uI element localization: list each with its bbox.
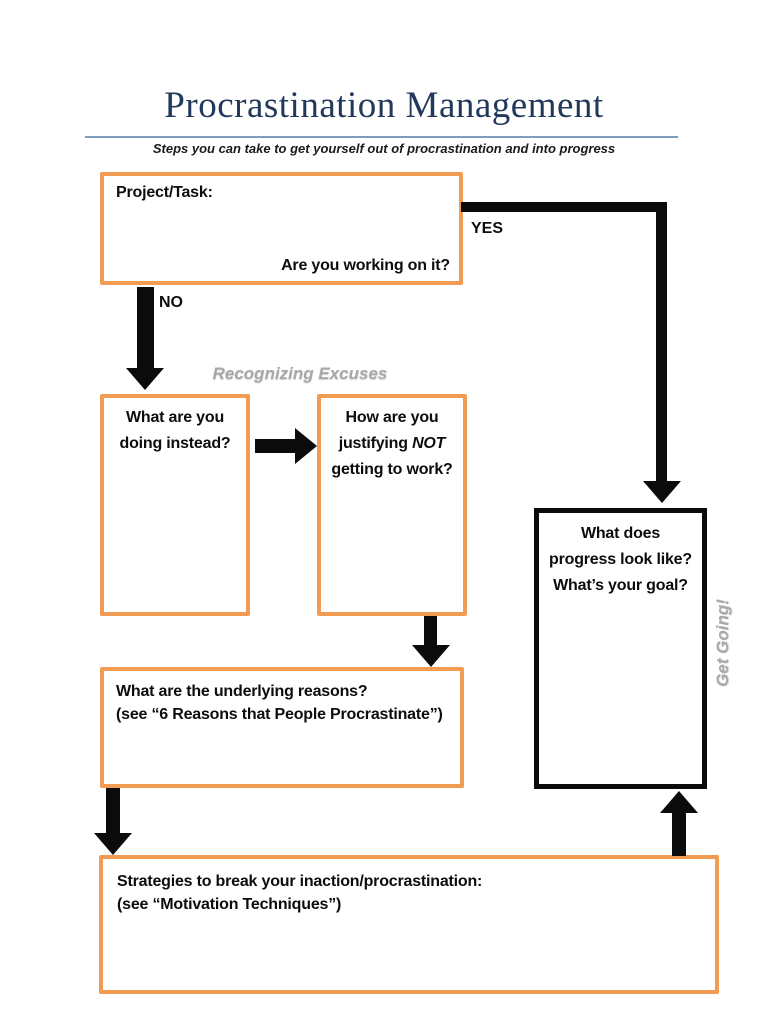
strategies-to-progress-arrow-shaft [672, 812, 686, 856]
box-project-task: Project/Task: Are you working on it? [100, 172, 463, 285]
justifying-line2: justifying NOT [338, 434, 446, 452]
instead-to-justifying-arrow-shaft [255, 439, 295, 453]
box-strategies: Strategies to break your inaction/procra… [99, 855, 719, 994]
box-doing-instead: What are you doing instead? [100, 394, 250, 616]
reasons-to-strategies-arrow-head-icon [94, 833, 132, 855]
strategies-to-progress-arrow-head-icon [660, 791, 698, 813]
justifying-to-reasons-arrow-head-icon [412, 645, 450, 667]
justifying-line3: getting to work? [331, 460, 453, 478]
title-divider-line [85, 136, 678, 138]
box-progress-goal: What does progress look like? What’s you… [534, 508, 707, 789]
yes-label: YES [471, 220, 504, 237]
no-label: NO [159, 294, 183, 311]
box-justifying: How are you justifying NOT getting to wo… [317, 394, 467, 616]
underlying-reasons-line1: What are the underlying reasons? [116, 683, 368, 700]
progress-line1: What does [580, 525, 661, 542]
page-subtitle: Steps you can take to get yourself out o… [152, 141, 616, 156]
progress-line3: What’s your goal? [553, 576, 688, 594]
box-underlying-reasons: What are the underlying reasons? (see “6… [100, 667, 464, 788]
yes-arrow-head-icon [643, 481, 681, 503]
underlying-reasons-line2: (see “6 Reasons that People Procrastinat… [116, 705, 443, 723]
no-arrow-head-icon [126, 368, 164, 390]
reasons-to-strategies-arrow-shaft [106, 788, 120, 833]
recognizing-excuses-label: Recognizing Excuses [212, 364, 388, 383]
justifying-to-reasons-arrow-shaft [424, 616, 437, 645]
working-on-it-question: Are you working on it? [281, 257, 450, 274]
doing-instead-line2: doing instead? [119, 434, 231, 452]
yes-arrow-vertical-shaft [656, 202, 667, 482]
get-going-label: Get Going! [713, 599, 732, 687]
justifying-line1: How are you [345, 409, 439, 426]
no-arrow-shaft [137, 287, 154, 368]
doing-instead-line1: What are you [125, 409, 225, 426]
strategies-line2: (see “Motivation Techniques”) [117, 895, 342, 913]
yes-arrow-horizontal-shaft [461, 202, 667, 212]
justifying-not-emphasis: NOT [412, 434, 446, 452]
project-task-label: Project/Task: [116, 184, 213, 201]
progress-line2: progress look like? [549, 550, 692, 568]
instead-to-justifying-arrow-head-icon [295, 428, 317, 464]
page-title: Procrastination Management [164, 85, 604, 126]
strategies-line1: Strategies to break your inaction/procra… [117, 873, 483, 890]
